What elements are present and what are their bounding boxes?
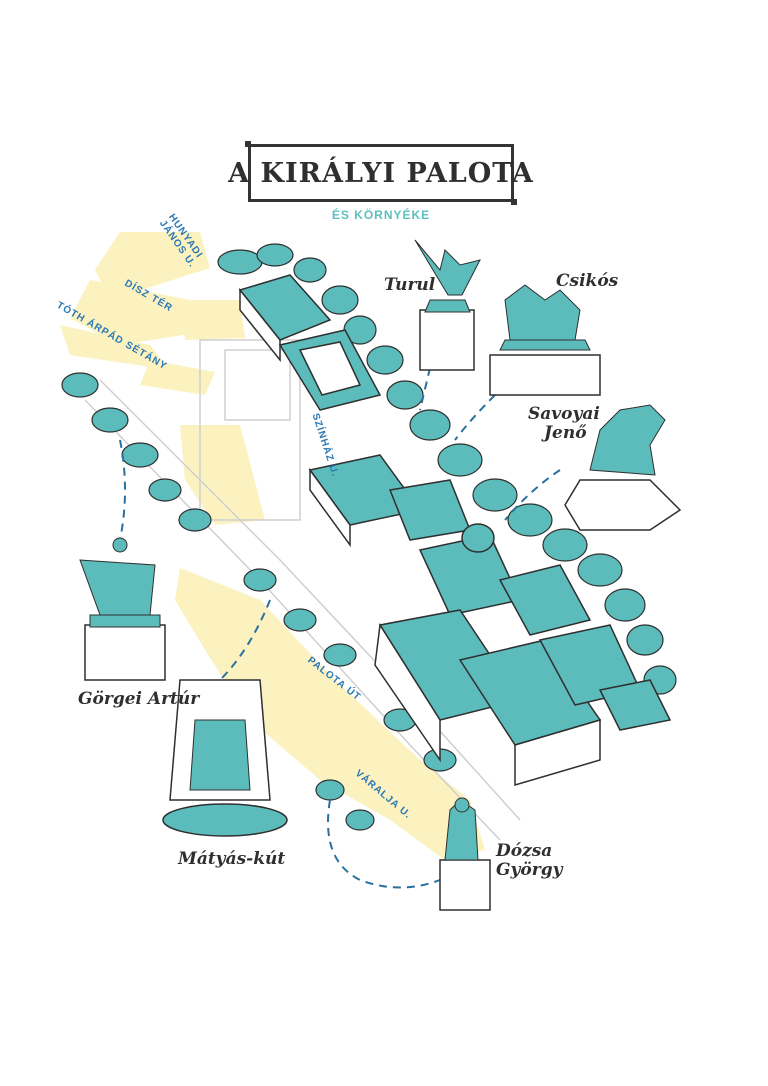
label-dozsa: Dózsa György xyxy=(496,842,562,879)
gorgei-statue xyxy=(79,537,166,681)
dozsa-statue xyxy=(439,797,491,911)
statue-connectors xyxy=(119,367,561,889)
map-title: A KIRÁLYI PALOTA xyxy=(228,157,534,189)
turul-statue xyxy=(414,239,481,371)
label-savoyai-line2: Jenő xyxy=(544,422,587,443)
street-blocks xyxy=(60,232,485,860)
label-savoyai: Savoyai Jenő xyxy=(528,405,600,442)
map-subtitle: ÉS KÖRNYÉKE xyxy=(331,208,431,222)
greenery xyxy=(61,243,677,831)
savoyai-statue xyxy=(564,404,682,531)
label-dozsa-line2: György xyxy=(496,859,563,880)
label-csikos: Csikós xyxy=(556,271,619,291)
label-dozsa-line1: Dózsa xyxy=(496,841,553,861)
label-turul: Turul xyxy=(384,275,436,295)
matyas-kut-statue xyxy=(162,679,288,837)
label-savoyai-line1: Savoyai xyxy=(528,404,600,424)
label-matyas-kut: Mátyás-kút xyxy=(178,849,286,869)
label-gorgei: Görgei Artúr xyxy=(78,689,200,709)
csikos-statue xyxy=(489,284,601,396)
map-title-box: A KIRÁLYI PALOTA xyxy=(228,141,533,205)
palace-buildings xyxy=(238,274,672,787)
